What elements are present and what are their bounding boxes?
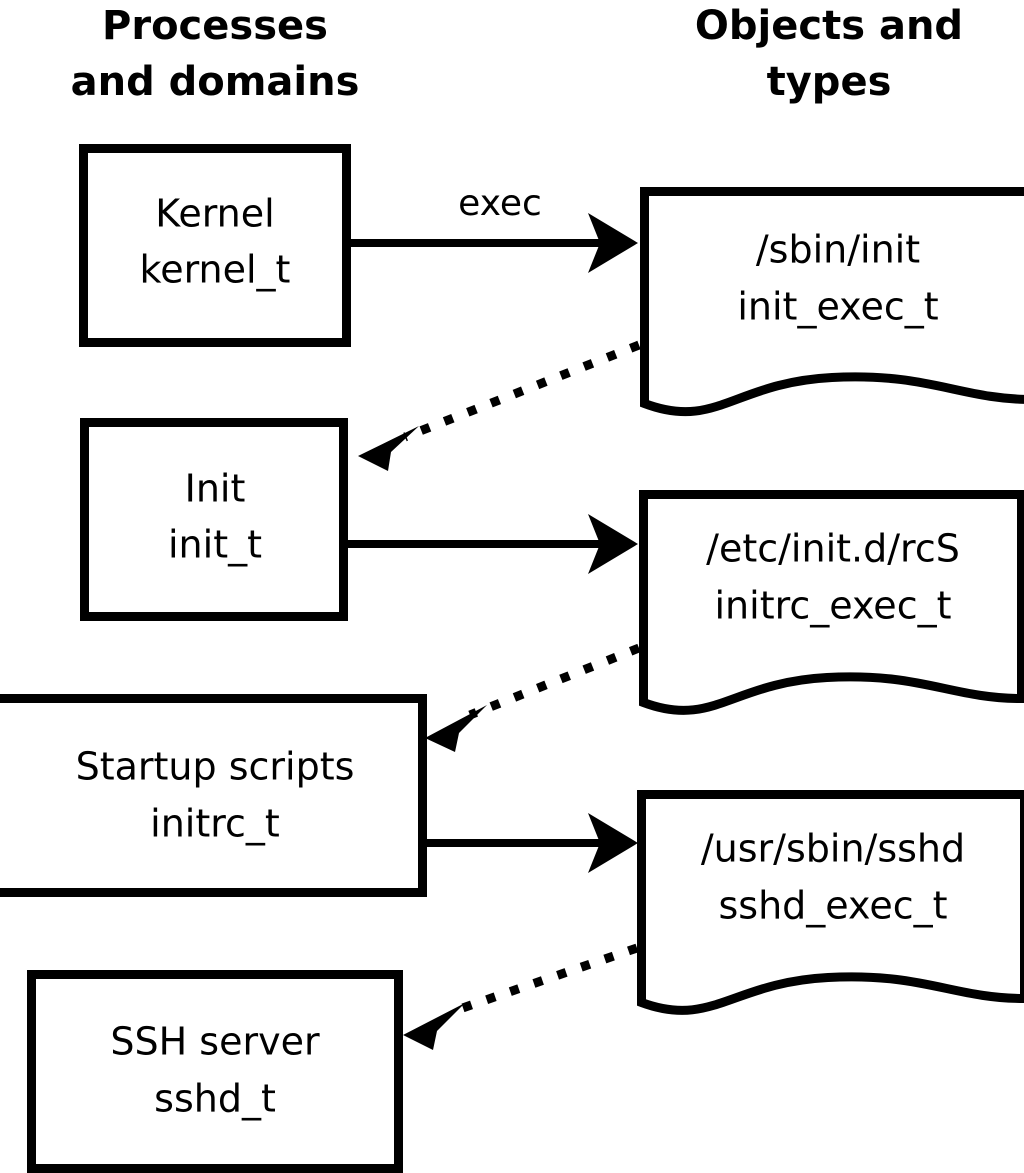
process-node-kernel-type: kernel_t xyxy=(140,248,291,292)
object-node-initrc-exec-type: initrc_exec_t xyxy=(715,584,952,628)
edge-kernel-to-init-exec: exec xyxy=(350,183,638,273)
object-node-sshd-exec-path: /usr/sbin/sshd xyxy=(701,827,965,871)
object-node-initrc-exec-doc[interactable] xyxy=(639,490,1024,715)
left-column-title: Processes and domains xyxy=(71,3,360,105)
edge-initrc-exec-to-initrc xyxy=(425,643,641,752)
process-node-init-name: Init xyxy=(185,467,246,511)
arrowhead-right-icon xyxy=(588,813,638,873)
left-column-title-line1: Processes xyxy=(102,3,328,49)
object-node-sshd-exec-type: sshd_exec_t xyxy=(718,884,947,928)
arrowhead-left-icon xyxy=(403,1003,465,1050)
edge-sshd-exec-to-sshd xyxy=(403,943,639,1050)
process-node-init[interactable]: Init init_t xyxy=(80,418,348,621)
object-node-init-exec-type: init_exec_t xyxy=(737,285,938,329)
process-node-sshd[interactable]: SSH server sshd_t xyxy=(27,970,403,1173)
edge-init-to-initrc-exec xyxy=(348,514,638,574)
edge-init-exec-to-init xyxy=(358,340,641,471)
process-node-sshd-type: sshd_t xyxy=(154,1077,276,1121)
process-node-initrc-name: Startup scripts xyxy=(76,745,355,789)
edge-sshd-exec-to-sshd-line xyxy=(446,943,639,1018)
object-node-sshd-exec-doc[interactable] xyxy=(637,790,1024,1015)
process-node-initrc[interactable]: Startup scripts initrc_t xyxy=(0,694,427,897)
process-node-initrc-box[interactable] xyxy=(0,694,427,897)
process-node-initrc-type: initrc_t xyxy=(150,802,280,846)
right-column-title-line2: types xyxy=(767,59,892,105)
edge-label-exec: exec xyxy=(458,183,542,224)
edge-initrc-to-sshd-exec xyxy=(427,813,638,873)
right-column-title-line1: Objects and xyxy=(695,3,963,49)
process-node-kernel[interactable]: Kernel kernel_t xyxy=(79,144,351,347)
process-node-init-type: init_t xyxy=(168,523,262,567)
object-node-sshd-exec[interactable]: /usr/sbin/sshd sshd_exec_t xyxy=(637,790,1024,1015)
arrowhead-left-icon xyxy=(425,705,487,752)
arrowhead-left-icon xyxy=(358,426,419,471)
object-node-init-exec-doc[interactable] xyxy=(640,187,1024,417)
right-column-title: Objects and types xyxy=(695,3,963,105)
object-node-init-exec[interactable]: /sbin/init init_exec_t xyxy=(640,187,1024,417)
arrowhead-right-icon xyxy=(588,514,638,574)
left-column-title-line2: and domains xyxy=(71,59,360,105)
process-node-kernel-name: Kernel xyxy=(155,192,274,236)
object-node-initrc-exec[interactable]: /etc/init.d/rcS initrc_exec_t xyxy=(639,490,1024,715)
object-node-initrc-exec-path: /etc/init.d/rcS xyxy=(706,527,960,571)
edge-init-exec-to-init-line xyxy=(403,340,641,442)
edge-initrc-exec-to-initrc-line xyxy=(468,643,641,720)
object-node-init-exec-path: /sbin/init xyxy=(756,228,920,272)
process-node-init-box[interactable] xyxy=(80,418,348,621)
arrowhead-right-icon xyxy=(588,213,638,273)
process-node-sshd-box[interactable] xyxy=(27,970,403,1173)
process-node-sshd-name: SSH server xyxy=(110,1020,320,1064)
process-node-kernel-box[interactable] xyxy=(79,144,351,347)
